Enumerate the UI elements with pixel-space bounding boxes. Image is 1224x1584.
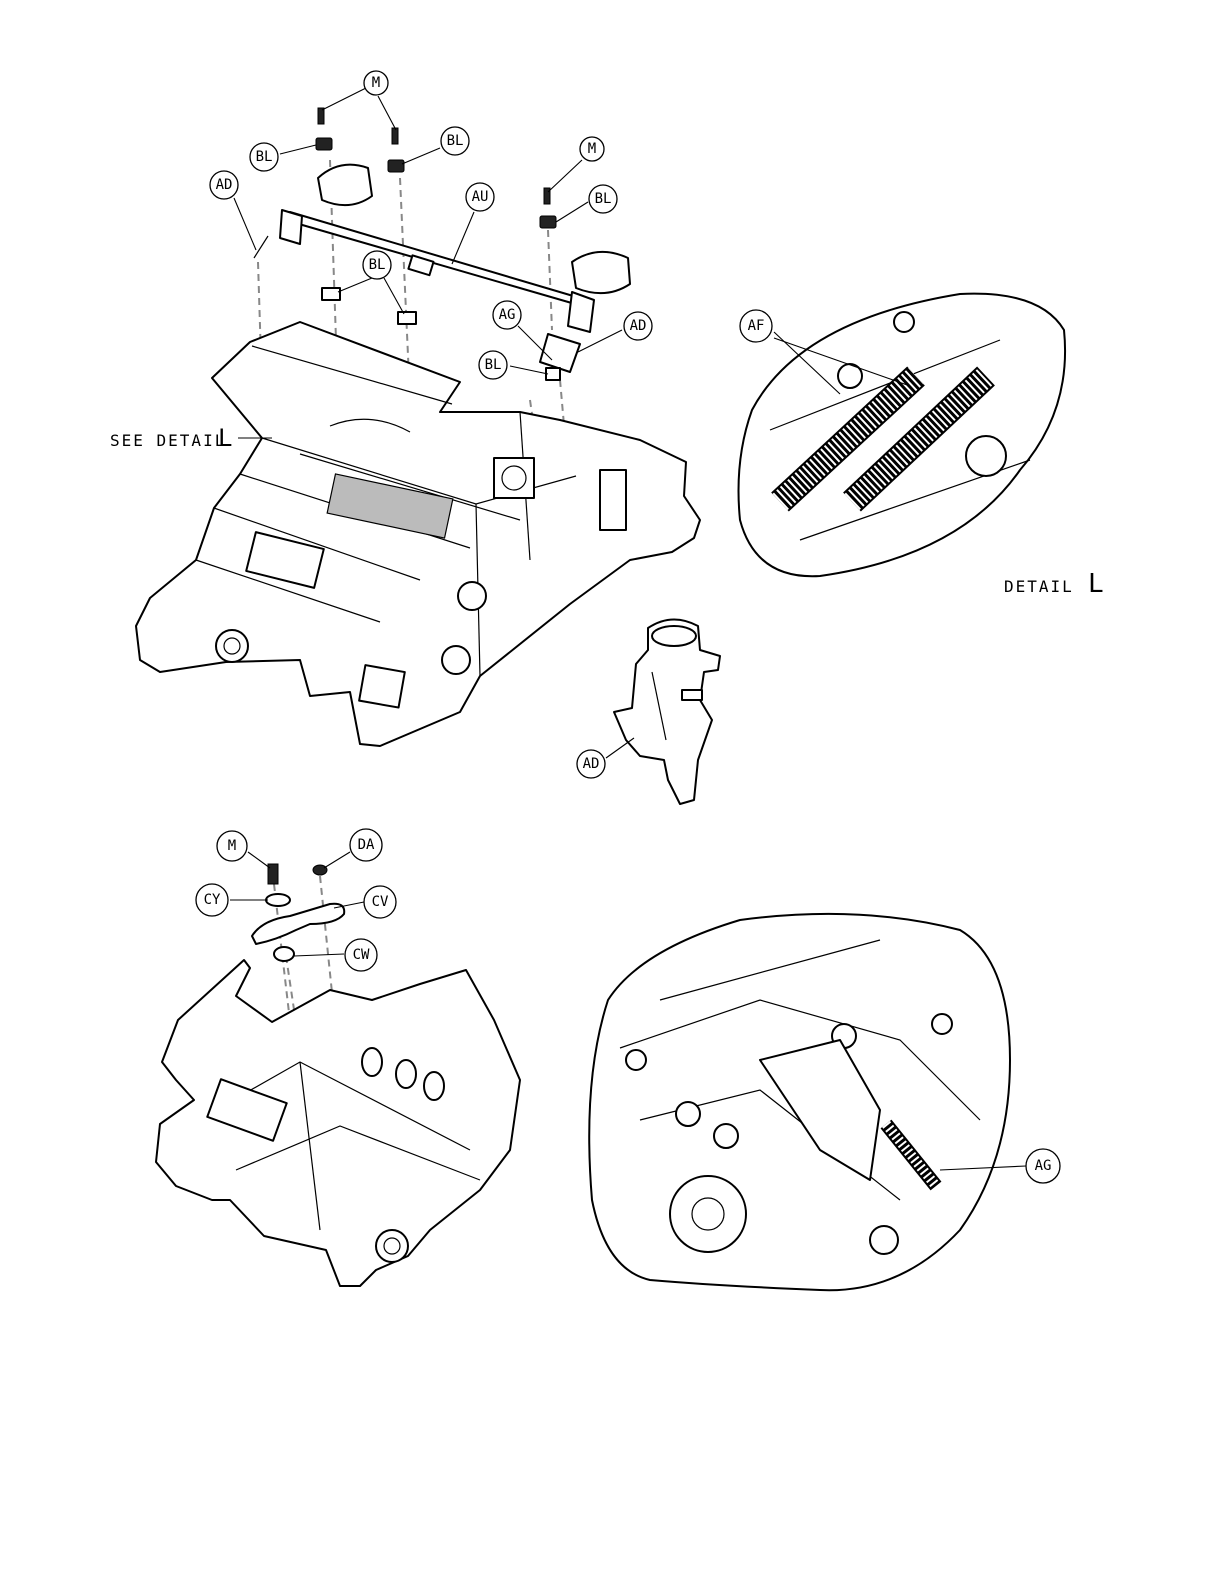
callout-bl-1: BL xyxy=(250,143,278,171)
callout-bl-mid: BL xyxy=(363,251,391,279)
callout-ad-right: AD xyxy=(624,312,652,340)
svg-text:DA: DA xyxy=(358,837,375,853)
callout-da: DA xyxy=(350,829,382,861)
svg-text:BL: BL xyxy=(485,357,502,373)
svg-text:M: M xyxy=(372,75,380,91)
svg-text:BL: BL xyxy=(595,191,612,207)
callout-m-top: M xyxy=(364,71,388,95)
callout-bl-right: BL xyxy=(589,185,617,213)
callout-ag-top: AG xyxy=(493,301,521,329)
svg-text:CY: CY xyxy=(204,892,221,908)
svg-text:CW: CW xyxy=(353,947,370,963)
svg-text:AG: AG xyxy=(1035,1158,1052,1174)
main-chassis xyxy=(136,322,700,746)
svg-text:BL: BL xyxy=(447,133,464,149)
svg-text:M: M xyxy=(588,141,596,157)
see-detail-letter: L xyxy=(218,424,232,452)
callout-ad-bracket: AD xyxy=(577,750,605,778)
callout-af: AF xyxy=(740,310,772,342)
svg-text:AF: AF xyxy=(748,318,765,334)
callout-bl-2: BL xyxy=(441,127,469,155)
callout-m-bottom: M xyxy=(217,831,247,861)
svg-text:BL: BL xyxy=(369,257,386,273)
callout-ad-left: AD xyxy=(210,171,238,199)
detail-note: DETAIL xyxy=(1004,577,1074,596)
ad-bracket-part xyxy=(614,619,720,804)
svg-text:AD: AD xyxy=(583,756,600,772)
svg-text:AD: AD xyxy=(630,318,647,334)
callout-au: AU xyxy=(466,183,494,211)
bottom-left-assembly xyxy=(156,864,520,1286)
callout-cw: CW xyxy=(345,939,377,971)
svg-text:AD: AD xyxy=(216,177,233,193)
svg-text:AG: AG xyxy=(499,307,516,323)
callout-cy: CY xyxy=(196,884,228,916)
callout-bl-lower: BL xyxy=(479,351,507,379)
svg-text:M: M xyxy=(228,838,236,854)
detail-l-springs: DETAIL L xyxy=(739,294,1104,599)
callout-m-right: M xyxy=(580,137,604,161)
detail-letter: L xyxy=(1088,569,1104,599)
callout-cv: CV xyxy=(364,886,396,918)
svg-text:BL: BL xyxy=(256,149,273,165)
callout-ag-bottom: AG xyxy=(1026,1149,1060,1183)
svg-text:AU: AU xyxy=(472,189,489,205)
svg-text:CV: CV xyxy=(372,894,389,910)
bottom-right-detail xyxy=(589,914,1010,1290)
see-detail-note: SEE DETAIL xyxy=(110,431,226,450)
exploded-hardware xyxy=(252,864,344,961)
